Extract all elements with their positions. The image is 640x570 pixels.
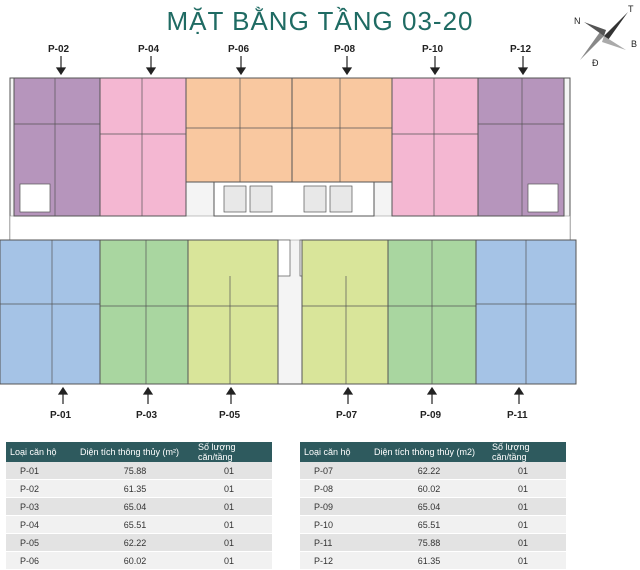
cell-type: P-04 <box>6 515 76 534</box>
cell-area: 60.02 <box>370 479 488 498</box>
table-header-row: Loại căn hộ Diện tích thông thủy (m²) Số… <box>6 442 272 462</box>
label-p-11: P-11 <box>507 410 528 421</box>
unit-p-09[interactable] <box>387 239 477 385</box>
cell-area: 65.51 <box>76 515 194 534</box>
bottom-arrows <box>57 386 525 404</box>
label-p-01: P-01 <box>50 410 72 421</box>
unit-area-table-right: Loại căn hộ Diện tích thông thủy (m2) Số… <box>300 442 566 570</box>
top-arrows <box>55 56 529 76</box>
unit-p-12[interactable] <box>477 77 565 217</box>
cell-area: 75.88 <box>370 533 488 552</box>
compass-icon: N T B Đ <box>574 4 637 68</box>
cell-area: 61.35 <box>76 479 194 498</box>
unit-p-06[interactable] <box>185 77 293 183</box>
cell-count: 01 <box>488 533 566 552</box>
cell-type: P-09 <box>300 497 370 516</box>
cell-type: P-08 <box>300 479 370 498</box>
label-p-02: P-02 <box>48 44 70 55</box>
cell-type: P-03 <box>6 497 76 516</box>
label-p-07: P-07 <box>336 410 358 421</box>
cell-type: P-05 <box>6 533 76 552</box>
cell-count: 01 <box>194 479 272 498</box>
header-count: Số lượng căn/tầng <box>488 442 566 462</box>
cell-area: 62.22 <box>76 533 194 552</box>
cell-count: 01 <box>488 462 566 480</box>
cell-count: 01 <box>194 462 272 480</box>
unit-p-11[interactable] <box>475 239 577 385</box>
unit-p-02[interactable] <box>13 77 101 217</box>
label-p-12: P-12 <box>510 44 532 55</box>
table-header-row: Loại căn hộ Diện tích thông thủy (m2) Số… <box>300 442 566 462</box>
label-p-05: P-05 <box>219 410 241 421</box>
cell-count: 01 <box>488 497 566 516</box>
unit-p-03[interactable] <box>99 239 189 385</box>
page-title: MẶT BẰNG TẦNG 03-20 <box>166 6 474 36</box>
cell-area: 65.04 <box>370 497 488 516</box>
cell-count: 01 <box>194 497 272 516</box>
top-unit-labels: P-02 P-04 P-06 P-08 P-10 P-12 <box>48 44 532 55</box>
cell-area: 65.04 <box>76 497 194 516</box>
cell-count: 01 <box>488 479 566 498</box>
compass-t: T <box>628 4 634 14</box>
bottom-unit-labels: P-01 P-03 P-05 P-07 P-09 P-11 <box>50 410 528 421</box>
label-p-06: P-06 <box>228 44 250 55</box>
cell-area: 75.88 <box>76 462 194 480</box>
cell-type: P-12 <box>300 551 370 570</box>
cell-type: P-01 <box>6 462 76 480</box>
compass-b: B <box>631 39 637 49</box>
header-type: Loại căn hộ <box>6 442 76 462</box>
label-p-04: P-04 <box>138 44 160 55</box>
cell-count: 01 <box>194 515 272 534</box>
label-p-09: P-09 <box>420 410 442 421</box>
unit-p-01[interactable] <box>0 239 101 385</box>
cell-type: P-07 <box>300 462 370 480</box>
label-p-10: P-10 <box>422 44 444 55</box>
unit-p-04[interactable] <box>99 77 187 217</box>
header-area: Diện tích thông thủy (m²) <box>76 442 194 462</box>
cell-type: P-06 <box>6 551 76 570</box>
cell-count: 01 <box>488 515 566 534</box>
label-p-03: P-03 <box>136 410 158 421</box>
unit-area-table-left: Loại căn hộ Diện tích thông thủy (m²) Số… <box>6 442 272 570</box>
unit-p-05[interactable] <box>187 239 279 385</box>
compass-d: Đ <box>592 58 599 68</box>
header-count: Số lượng căn/tầng <box>194 442 272 462</box>
header-area: Diện tích thông thủy (m2) <box>370 442 488 462</box>
unit-p-07[interactable] <box>301 239 389 385</box>
cell-area: 60.02 <box>76 551 194 570</box>
unit-p-10[interactable] <box>391 77 479 217</box>
header-type: Loại căn hộ <box>300 442 370 462</box>
cell-area: 62.22 <box>370 462 488 480</box>
cell-type: P-11 <box>300 533 370 552</box>
cell-area: 61.35 <box>370 551 488 570</box>
label-p-08: P-08 <box>334 44 356 55</box>
floor-plan: P-02 P-04 P-06 P-08 P-10 P-12 P-01 P-03 … <box>0 44 577 421</box>
cell-type: P-10 <box>300 515 370 534</box>
cell-area: 65.51 <box>370 515 488 534</box>
cell-count: 01 <box>194 533 272 552</box>
cell-count: 01 <box>488 551 566 570</box>
compass-n: N <box>574 16 581 26</box>
cell-type: P-02 <box>6 479 76 498</box>
cell-count: 01 <box>194 551 272 570</box>
unit-p-08[interactable] <box>291 77 393 183</box>
